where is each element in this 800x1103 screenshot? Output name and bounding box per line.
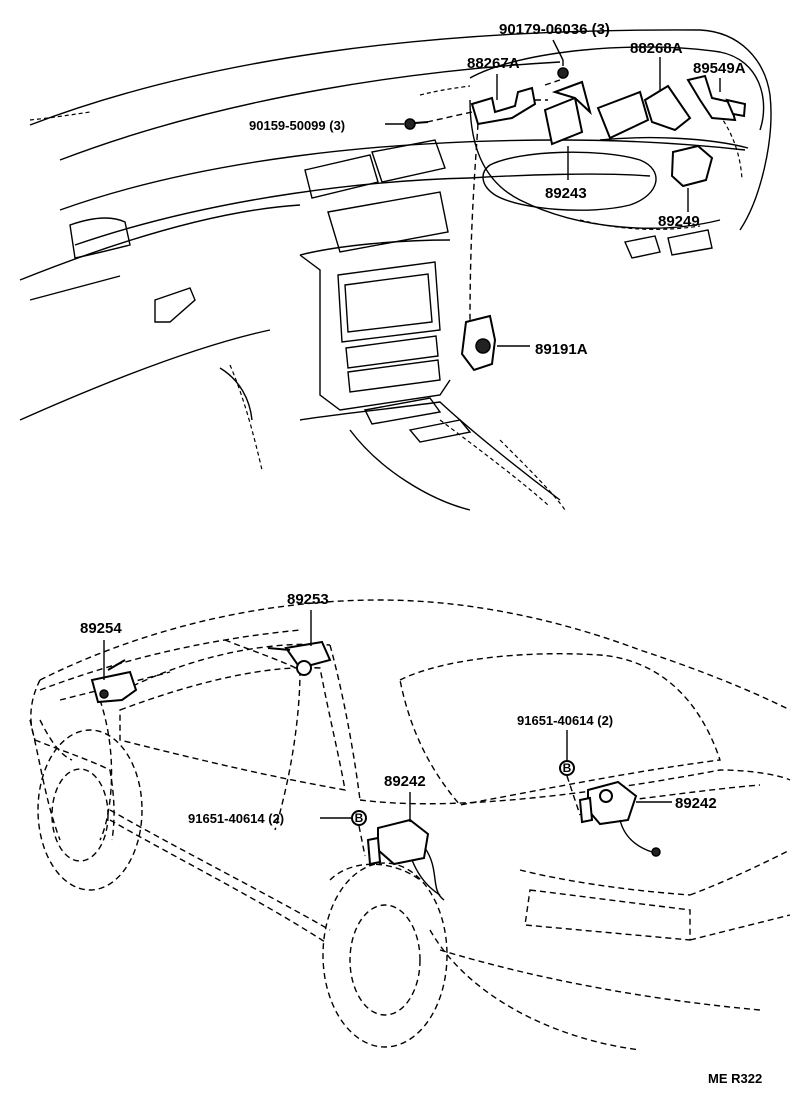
sensor-89242-left-icon — [377, 818, 430, 866]
label-89243: 89243 — [545, 185, 587, 202]
label-90159-50099: 90159-50099 (3) — [249, 118, 345, 133]
car-labels: 89254 89253 91651-40614 (2) 91651-40614 … — [80, 591, 717, 826]
car-illustration — [29, 599, 791, 1051]
nut-icon — [557, 67, 569, 79]
dashboard-illustration — [19, 29, 772, 511]
ref-marker-b-right-icon — [559, 760, 575, 776]
ref-marker-b-right-text: B — [563, 761, 572, 775]
bolt-icon — [404, 118, 416, 130]
car-leaders — [103, 610, 672, 822]
label-89253: 89253 — [287, 591, 329, 608]
label-90179-06036: 90179-06036 (3) — [499, 21, 610, 38]
label-89254: 89254 — [80, 620, 122, 637]
sensor-89242-right-icon — [587, 780, 638, 826]
label-89249: 89249 — [658, 213, 700, 230]
sensor-89253-icon — [284, 640, 332, 670]
module-89243-icon — [543, 96, 584, 146]
label-88267A: 88267A — [467, 55, 520, 72]
ref-marker-b-left-icon — [351, 810, 367, 826]
bracket-88267A-icon — [470, 86, 537, 126]
bracket-88268A-icon — [596, 90, 650, 140]
sensor-89254-icon — [90, 670, 138, 704]
dashboard-leaders — [385, 39, 721, 347]
diagram-code: ME R322 — [708, 1071, 762, 1086]
label-88268A: 88268A — [630, 40, 683, 57]
label-89242-left: 89242 — [384, 773, 426, 790]
ref-marker-b-left-text: B — [355, 811, 364, 825]
bracket-89549A-icon — [686, 74, 737, 122]
dashboard-labels: 90179-06036 (3) 88267A 88268A 89549A 901… — [249, 21, 746, 358]
label-91651-40614-left: 91651-40614 (2) — [188, 811, 284, 826]
label-89242-right: 89242 — [675, 795, 717, 812]
dashboard-parts — [404, 60, 747, 372]
car-parts: B B — [90, 640, 661, 901]
relay-89249-icon — [670, 144, 714, 188]
label-89191A: 89191A — [535, 341, 588, 358]
label-89549A: 89549A — [693, 60, 746, 77]
label-91651-40614-right: 91651-40614 (2) — [517, 713, 613, 728]
